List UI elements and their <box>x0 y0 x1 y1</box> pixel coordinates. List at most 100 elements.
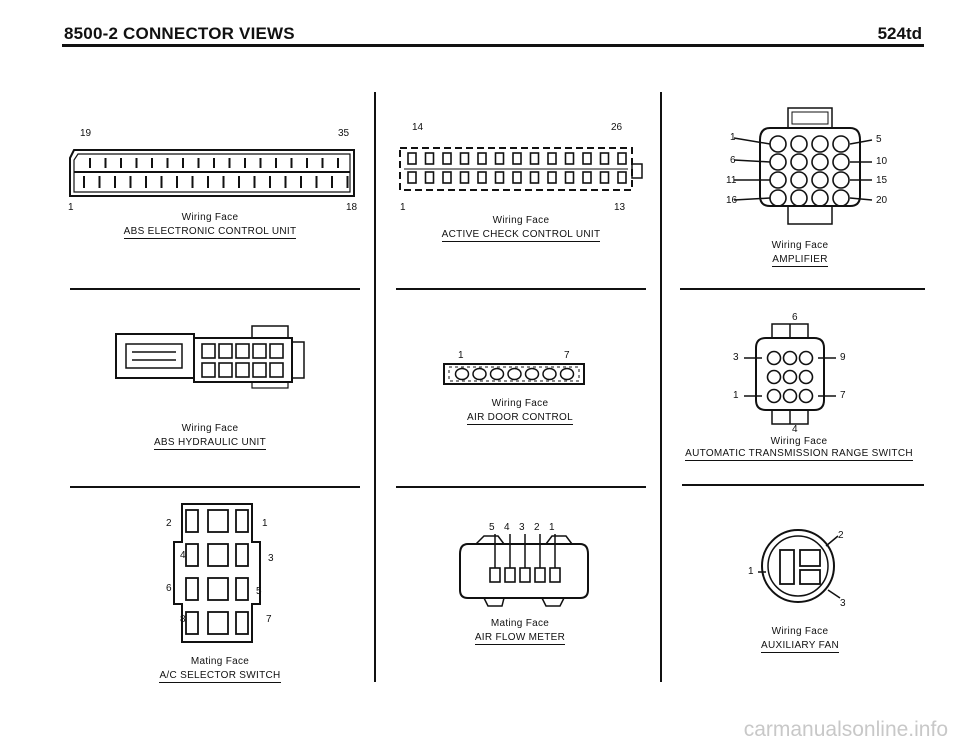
pin-slot <box>534 567 546 583</box>
pin-cavity <box>766 369 782 385</box>
pin-slot <box>564 152 575 165</box>
face-label: Wiring Face <box>771 626 829 637</box>
pin-cavity <box>769 171 787 189</box>
pin-cavity <box>559 367 575 381</box>
pin-label: 20 <box>876 195 888 206</box>
pin-slot <box>207 509 229 533</box>
pin-label: 1 <box>458 350 464 361</box>
pin-slot <box>459 171 470 184</box>
pin-label: 1 <box>262 518 268 529</box>
pin-cavity <box>454 367 470 381</box>
abs-ecu-caption: Wiring Face ABS ELECTRONIC CONTROL UNIT <box>60 212 360 239</box>
pin-cavity <box>766 350 782 366</box>
pin-slot <box>235 577 249 601</box>
pin-slot <box>185 611 199 635</box>
pin-label: 3 <box>519 522 525 533</box>
pin-label: 5 <box>256 586 262 597</box>
pin-slot <box>252 362 267 378</box>
amplifier-caption: Wiring Face AMPLIFIER <box>730 240 870 267</box>
abs-hydraulic-caption: Wiring Face ABS HYDRAULIC UNIT <box>60 423 360 450</box>
pin-cavity <box>472 367 487 381</box>
pin-cavity <box>811 135 829 153</box>
pin-label: 6 <box>166 583 172 594</box>
connector-title: ABS ELECTRONIC CONTROL UNIT <box>123 226 297 239</box>
pin-slot <box>512 171 522 184</box>
pin-slot <box>185 577 199 601</box>
pin-slot <box>477 171 487 184</box>
pin-label: 1 <box>549 522 555 533</box>
pin-label: 5 <box>489 522 495 533</box>
pin-slot <box>494 171 505 184</box>
pin-slot <box>442 152 452 165</box>
ac-selector-caption: Mating Face A/C SELECTOR SWITCH <box>110 656 330 683</box>
pin-label: 6 <box>792 312 798 323</box>
pin-slot <box>504 567 516 583</box>
pin-label: 1 <box>748 566 754 577</box>
pin-slot <box>235 509 249 533</box>
connector-title: AMPLIFIER <box>772 254 828 267</box>
pin-cavity <box>769 135 787 153</box>
connector-title: A/C SELECTOR SWITCH <box>159 670 281 683</box>
active-check-caption: Wiring Face ACTIVE CHECK CONTROL UNIT <box>396 215 646 242</box>
pin-label: 1 <box>733 390 739 401</box>
pin-label: 9 <box>840 352 846 363</box>
pin-slot <box>582 171 592 184</box>
pin-cavity <box>811 171 829 189</box>
column-divider-right <box>660 92 662 682</box>
pin-slot <box>549 567 561 583</box>
connector-title: AUTOMATIC TRANSMISSION RANGE SWITCH <box>685 448 913 461</box>
connector-title: ABS HYDRAULIC UNIT <box>153 437 267 450</box>
pin-label: 16 <box>726 195 738 206</box>
face-label: Mating Face <box>190 656 250 667</box>
pin-slot <box>519 567 531 583</box>
row-rule-1-col-2 <box>396 288 646 290</box>
row-rule-1-col-1 <box>70 288 360 290</box>
active-check-connector-drawing <box>399 147 643 191</box>
pin-cavity <box>542 367 557 381</box>
pin-cavity <box>798 350 814 366</box>
pin-cavity <box>489 367 505 381</box>
pin-cavity <box>507 367 522 381</box>
row-rule-2-col-3 <box>682 484 924 486</box>
air-flow-caption: Mating Face AIR FLOW METER <box>420 618 620 645</box>
face-label: Wiring Face <box>771 240 829 251</box>
pin-label: 4 <box>504 522 510 533</box>
pin-slot <box>235 362 250 378</box>
face-label: Wiring Face <box>181 212 239 223</box>
section-title: 8500-2 CONNECTOR VIEWS <box>64 24 295 43</box>
pin-cavity <box>790 135 808 153</box>
pin-label: 11 <box>726 175 737 186</box>
pin-slot <box>424 152 435 165</box>
pin-label: 1 <box>730 132 736 143</box>
pin-label: 8 <box>180 614 186 625</box>
pin-cavity <box>769 189 787 207</box>
pin-cavity <box>832 153 850 171</box>
pin-cavity <box>832 135 850 153</box>
pin-cavity <box>766 388 782 404</box>
pin-slot <box>185 509 199 533</box>
pin-label: 2 <box>534 522 540 533</box>
pin-slot <box>235 543 249 567</box>
pin-label: 14 <box>412 122 424 133</box>
pin-label: 35 <box>338 128 350 139</box>
pin-label: 2 <box>838 530 844 541</box>
pin-label: 13 <box>614 202 626 213</box>
pin-slot <box>424 171 435 184</box>
abs-hydraulic-connector-drawing <box>115 325 305 389</box>
abs-ecu-connector-drawing <box>69 149 355 197</box>
watermark: carmanualsonline.info <box>743 718 948 741</box>
pin-slot <box>207 577 229 601</box>
pin-label: 26 <box>611 122 623 133</box>
pin-slot <box>235 343 250 359</box>
auto-trans-connector-drawing <box>744 323 836 425</box>
face-label: Wiring Face <box>770 436 828 447</box>
column-divider-left <box>374 92 376 682</box>
pin-slot <box>269 362 284 378</box>
pin-slot <box>201 362 216 378</box>
pin-cavity <box>832 189 850 207</box>
pin-label: 1 <box>400 202 406 213</box>
pin-label: 2 <box>166 518 172 529</box>
pin-slot <box>529 171 540 184</box>
row-rule-2-col-1 <box>70 486 360 488</box>
connector-title: AIR FLOW METER <box>474 632 566 645</box>
